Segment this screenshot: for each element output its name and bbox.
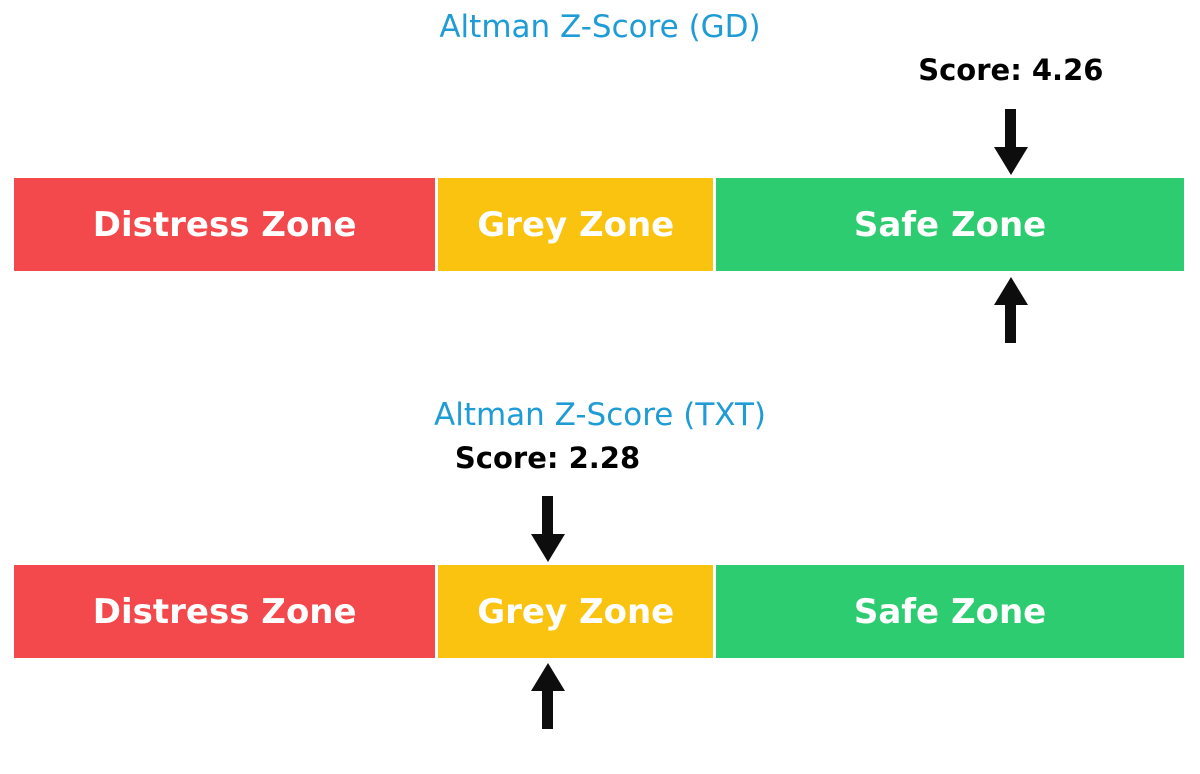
score-arrow-up-icon xyxy=(530,663,565,729)
zone-label-grey: Grey Zone xyxy=(477,204,675,245)
score-arrow-down-icon xyxy=(530,496,565,562)
arrow-head xyxy=(993,277,1028,305)
zone-label-safe: Safe Zone xyxy=(853,591,1047,632)
arrow-head xyxy=(993,147,1028,175)
score-annotation: Score: 2.28 xyxy=(454,441,641,475)
score-annotation: Score: 4.26 xyxy=(918,53,1104,87)
zone-safe: Safe Zone xyxy=(716,178,1184,271)
chart-title: Altman Z-Score (GD) xyxy=(439,9,761,45)
zone-safe: Safe Zone xyxy=(716,565,1184,658)
zone-distress: Distress Zone xyxy=(14,565,436,658)
zone-label-distress: Distress Zone xyxy=(92,204,357,245)
zone-label-grey: Grey Zone xyxy=(477,591,675,632)
arrow-shaft xyxy=(542,691,554,729)
score-arrow-up-icon xyxy=(993,277,1028,343)
arrow-shaft xyxy=(1005,305,1017,343)
arrow-head xyxy=(530,663,565,691)
arrow-head xyxy=(530,534,565,562)
zone-bar: Distress Zone Grey Zone Safe Zone xyxy=(14,178,1184,271)
zone-distress: Distress Zone xyxy=(14,178,436,271)
arrow-shaft xyxy=(542,496,554,534)
arrow-shaft xyxy=(1005,109,1017,147)
zone-grey: Grey Zone xyxy=(438,565,714,658)
chart-title: Altman Z-Score (TXT) xyxy=(434,397,766,433)
zone-grey: Grey Zone xyxy=(438,178,714,271)
zone-bar: Distress Zone Grey Zone Safe Zone xyxy=(14,565,1184,658)
zone-label-safe: Safe Zone xyxy=(853,204,1047,245)
score-arrow-down-icon xyxy=(993,109,1028,175)
zone-label-distress: Distress Zone xyxy=(92,591,357,632)
